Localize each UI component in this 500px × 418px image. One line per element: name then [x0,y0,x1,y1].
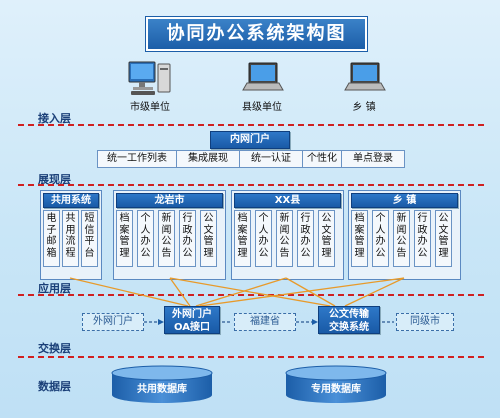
module-personal-office: 个人办公 [137,210,154,267]
township-header: 乡 镇 [351,193,458,208]
access-layer-label: 接入层 [38,112,71,125]
township-label: 乡 镇 [352,102,376,113]
module-news: 新闻公告 [276,210,293,267]
module-personal-office: 个人办公 [255,210,272,267]
module-archive: 档案管理 [116,210,133,267]
module-news: 新闻公告 [158,210,175,267]
city-unit-label: 市级单位 [130,102,170,113]
module-shared-flow: 共用流程 [62,210,79,267]
doc-exchange-line1: 公文传输 [329,309,369,320]
shared-database-label: 共用数据库 [137,384,187,395]
module-archive: 档案管理 [234,210,251,267]
module-news: 新闻公告 [393,210,410,267]
data-layer-label: 数据层 [38,380,71,393]
township-device: 乡 镇 [334,60,394,113]
diagram-title: 协同办公系统架构图 [146,17,367,51]
module-email: 电子邮箱 [43,210,60,267]
presentation-layer-label: 展现层 [38,173,71,186]
divider-line [18,356,484,358]
divider-line [18,184,484,186]
exchange-layer-label: 交换层 [38,342,71,355]
portal-item-sso: 单点登录 [341,150,405,168]
intranet-portal: 内网门户 [210,131,290,149]
county-unit-device: 县级单位 [228,60,296,113]
shared-database-icon [111,365,213,403]
shared-systems-header: 共用系统 [43,193,99,208]
dedicated-database-icon [285,365,387,403]
laptop-icon [344,62,386,91]
county-header: XX县 [234,193,341,208]
module-document: 公文管理 [435,210,452,267]
divider-line [18,294,484,296]
city-unit-device: 市级单位 [116,60,184,113]
module-personal-office: 个人办公 [372,210,389,267]
module-admin-office: 行政办公 [297,210,314,267]
fujian-province: 福建省 [234,313,296,331]
module-document: 公文管理 [318,210,335,267]
module-document: 公文管理 [200,210,217,267]
external-portal: 外网门户 [82,313,144,331]
module-admin-office: 行政办公 [179,210,196,267]
dedicated-database-label: 专用数据库 [311,384,361,395]
doc-exchange-line2: 交换系统 [329,322,369,333]
application-layer-label: 应用层 [38,282,71,295]
doc-exchange-system: 公文传输 交换系统 [318,306,380,334]
oa-gateway-line1: 外网门户 [172,309,212,320]
oa-gateway-line2: OA接口 [174,322,210,333]
county-unit-label: 县级单位 [242,102,282,113]
oa-gateway: 外网门户 OA接口 [164,306,220,334]
module-admin-office: 行政办公 [414,210,431,267]
divider-line [18,124,484,126]
module-archive: 档案管理 [351,210,368,267]
module-sms: 短信平台 [81,210,98,267]
laptop-icon [242,62,284,91]
portal-item-worklist: 统一工作列表 [97,150,177,168]
same-level-city: 同级市 [396,313,454,331]
desktop-computer-icon [128,61,171,95]
longyan-header: 龙岩市 [116,193,223,208]
